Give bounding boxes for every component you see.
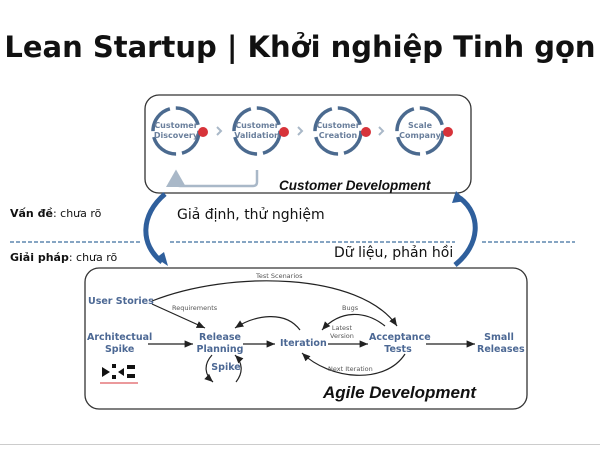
agile-development-title: Agile Development bbox=[323, 383, 477, 402]
xp-logo bbox=[100, 364, 138, 384]
node-spike: Spike bbox=[211, 362, 241, 373]
up-loop-arrow bbox=[453, 196, 478, 267]
edge-label-test-scenarios: Test Scenarios bbox=[256, 272, 303, 280]
agile-development-box bbox=[84, 267, 528, 410]
feedback-arrow bbox=[166, 169, 259, 188]
edge-iteration-release bbox=[234, 316, 301, 331]
node-user-stories: User Stories bbox=[88, 296, 154, 307]
stop-icon bbox=[198, 127, 208, 137]
feedback-label: Dữ liệu, phản hồi bbox=[334, 245, 454, 261]
down-loop-arrow bbox=[143, 192, 167, 264]
customer-development-title: Customer Development bbox=[279, 178, 431, 193]
node-iteration: Iteration bbox=[280, 338, 327, 349]
slide-title: Lean Startup | Khởi nghiệp Tinh gọn bbox=[4, 30, 596, 64]
assumption-label: Giả định, thử nghiệm bbox=[177, 207, 325, 223]
edge-label-requirements: Requirements bbox=[172, 304, 218, 312]
edge-spike-left bbox=[204, 354, 214, 383]
stop-icon bbox=[279, 127, 289, 137]
stage-ring-creation bbox=[313, 106, 363, 156]
solution-label: Giải pháp: chưa rõ bbox=[10, 251, 118, 264]
edge-test-scenarios bbox=[151, 280, 398, 327]
stop-icon bbox=[361, 127, 371, 137]
chevron-right-icon bbox=[378, 126, 385, 136]
bottom-divider bbox=[0, 444, 600, 445]
chevron-right-icon bbox=[297, 126, 304, 136]
edge-label-next-iteration: Next Iteration bbox=[328, 365, 373, 373]
problem-label: Vấn đề: chưa rõ bbox=[10, 207, 102, 220]
edge-bugs bbox=[321, 313, 386, 331]
chevron-right-icon bbox=[216, 126, 223, 136]
stage-rings bbox=[151, 106, 453, 188]
customer-development-box bbox=[144, 94, 472, 194]
stage-ring-scale bbox=[395, 106, 445, 156]
edge-spike-right bbox=[234, 354, 244, 383]
edge-next-iteration bbox=[301, 352, 406, 376]
stop-icon bbox=[443, 127, 453, 137]
edge-requirements bbox=[151, 303, 206, 329]
edge-label-bugs: Bugs bbox=[342, 304, 359, 312]
